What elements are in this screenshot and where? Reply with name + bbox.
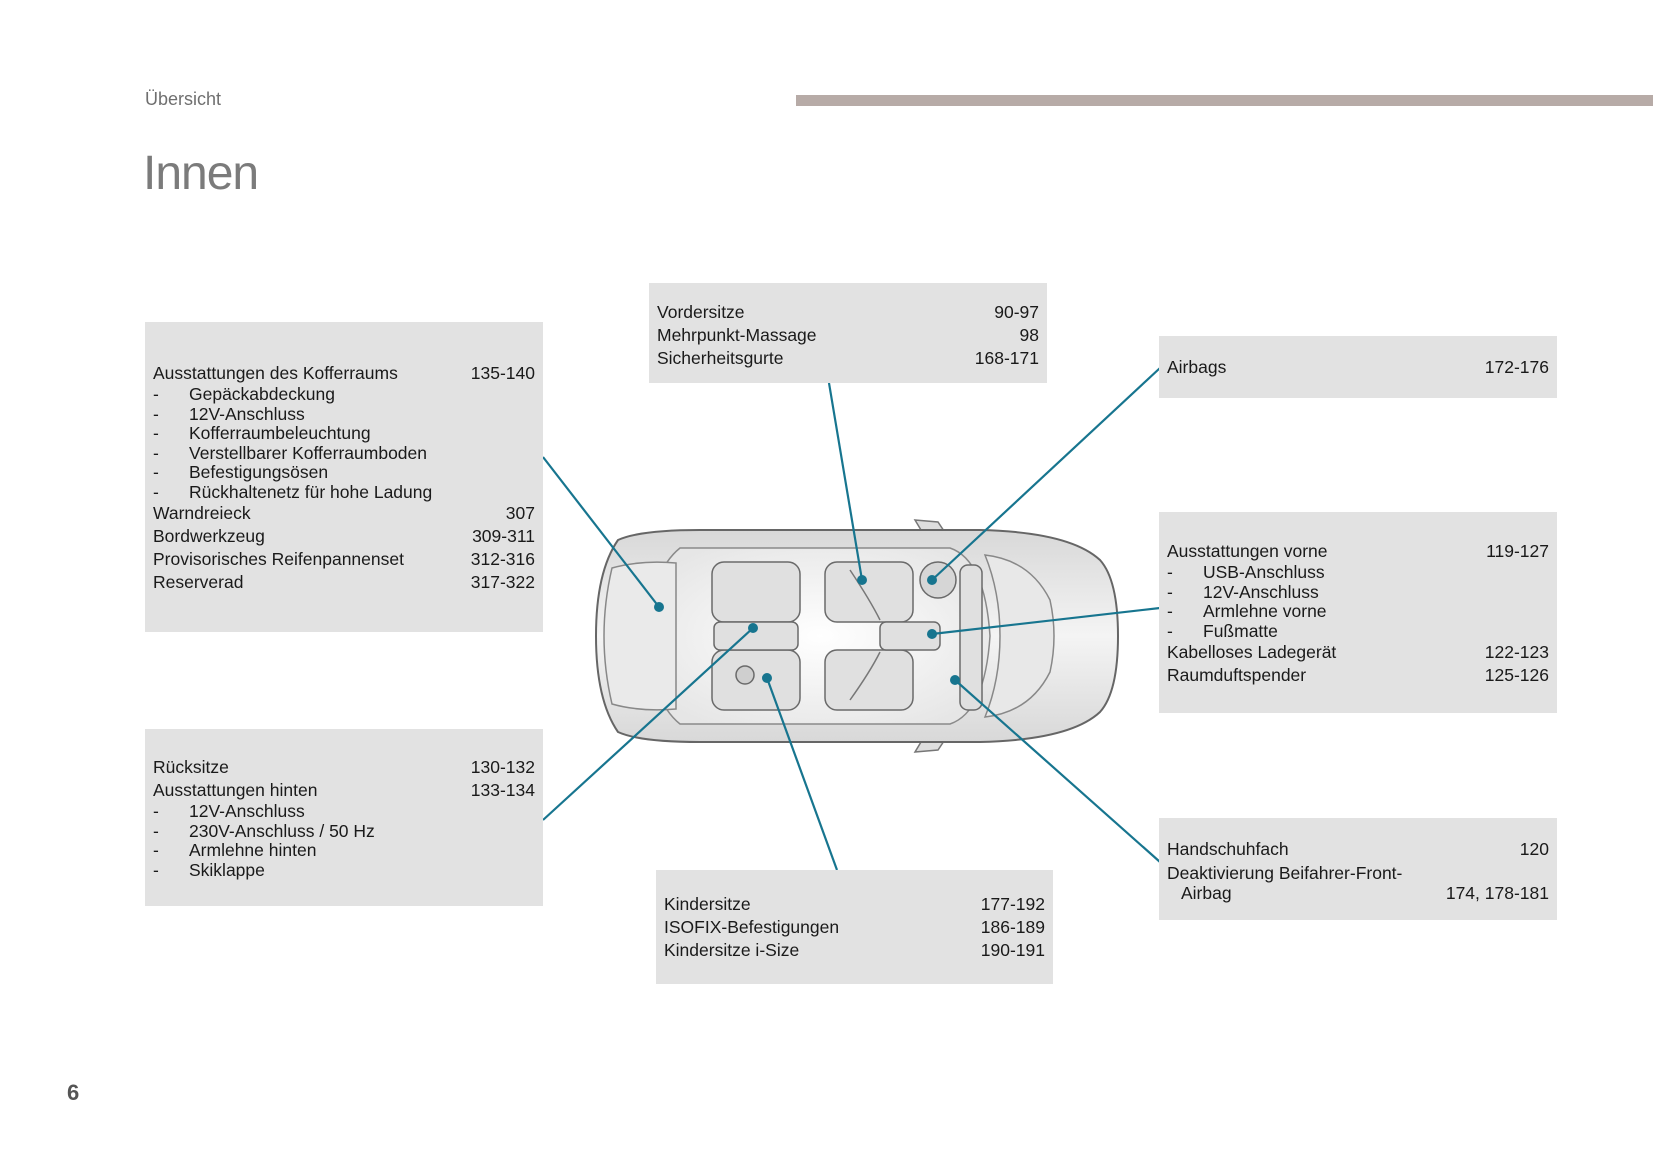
marker-glovebox xyxy=(950,675,960,685)
callout-rear-seats: Rücksitze 130-132 Ausstattungen hinten 1… xyxy=(145,729,543,906)
sub-item: -Befestigungsösen xyxy=(153,462,329,482)
leader-rear-seats xyxy=(542,627,754,821)
marker-front-equipment xyxy=(927,629,937,639)
list-item: ISOFIX-Befestigungen 186-189 xyxy=(664,917,1045,937)
sub-item: -12V-Anschluss xyxy=(1167,581,1319,602)
sub-item: -Rückhaltenetz für hohe Ladung xyxy=(153,481,433,502)
callout-front-seats: Vordersitze 90-97 Mehrpunkt-Massage 98 S… xyxy=(649,283,1047,383)
list-item: Provisorisches Reifenpannenset 312-316 xyxy=(153,549,535,569)
sub-item: -Kofferraumbeleuchtung xyxy=(153,423,371,443)
marker-front-seats xyxy=(857,575,867,585)
marker-child-seats xyxy=(762,673,772,683)
sub-item: -230V-Anschluss / 50 Hz xyxy=(153,820,375,841)
section-label: Übersicht xyxy=(145,89,222,109)
list-item: Handschuhfach 120 xyxy=(1167,839,1549,859)
leader-glovebox xyxy=(954,679,1161,863)
list-item: Kindersitze i-Size 190-191 xyxy=(664,940,1045,960)
list-item: Mehrpunkt-Massage 98 xyxy=(657,325,1039,345)
sub-item: -Gepäckabdeckung xyxy=(153,384,335,404)
leader-front-seats xyxy=(827,382,864,581)
list-item: Ausstattungen vorne 119-127 xyxy=(1167,541,1549,561)
list-item: Reserverad 317-322 xyxy=(153,572,535,592)
callout-airbags: Airbags 172-176 xyxy=(1159,336,1557,398)
callout-child-seats: Kindersitze 177-192 ISOFIX-Befestigungen… xyxy=(656,870,1053,984)
leader-child-seats xyxy=(765,677,839,871)
leader-front-equipment xyxy=(931,606,1161,636)
callout-glovebox: Handschuhfach 120 Deaktivierung Beifahre… xyxy=(1159,818,1557,920)
list-item: Rücksitze 130-132 xyxy=(153,757,535,777)
car-top-view xyxy=(594,519,1120,753)
list-item: Ausstattungen hinten 133-134 xyxy=(153,780,535,800)
sub-item: -Armlehne vorne xyxy=(1167,601,1327,621)
page-title: Innen xyxy=(143,147,259,200)
sub-item: -Fußmatte xyxy=(1167,620,1278,641)
leader-airbags xyxy=(931,367,1161,581)
leader-trunk xyxy=(542,456,660,608)
list-item: Deaktivierung Beifahrer-Front- Airbag 17… xyxy=(1167,863,1549,903)
list-item: Bordwerkzeug 309-311 xyxy=(153,526,535,546)
marker-trunk xyxy=(654,602,664,612)
sub-item: -USB-Anschluss xyxy=(1167,562,1325,582)
sub-item: -Armlehne hinten xyxy=(153,840,317,860)
page-number: 6 xyxy=(67,1080,80,1105)
callout-trunk: Ausstattungen des Kofferraums 135-140 -G… xyxy=(145,322,543,632)
sub-item: -12V-Anschluss xyxy=(153,403,305,424)
list-item: Vordersitze 90-97 xyxy=(657,302,1039,322)
list-item: Airbags 172-176 xyxy=(1167,357,1549,377)
leader-lines xyxy=(542,367,1161,871)
sub-item: -Skiklappe xyxy=(153,859,265,880)
list-item: Kabelloses Ladegerät 122-123 xyxy=(1167,642,1549,662)
sub-item: -12V-Anschluss xyxy=(153,801,305,821)
callout-front-equipment: Ausstattungen vorne 119-127 -USB-Anschlu… xyxy=(1159,512,1557,713)
list-item: Sicherheitsgurte 168-171 xyxy=(657,348,1039,368)
marker-airbags xyxy=(927,575,937,585)
marker-rear-seats xyxy=(748,623,758,633)
sub-item: -Verstellbarer Kofferraumboden xyxy=(153,442,428,463)
list-item: Kindersitze 177-192 xyxy=(664,894,1045,914)
list-item: Warndreieck 307 xyxy=(153,503,535,523)
list-item: Ausstattungen des Kofferraums 135-140 xyxy=(153,363,535,383)
header-bar xyxy=(796,95,1653,106)
list-item: Raumduftspender 125-126 xyxy=(1167,665,1549,685)
